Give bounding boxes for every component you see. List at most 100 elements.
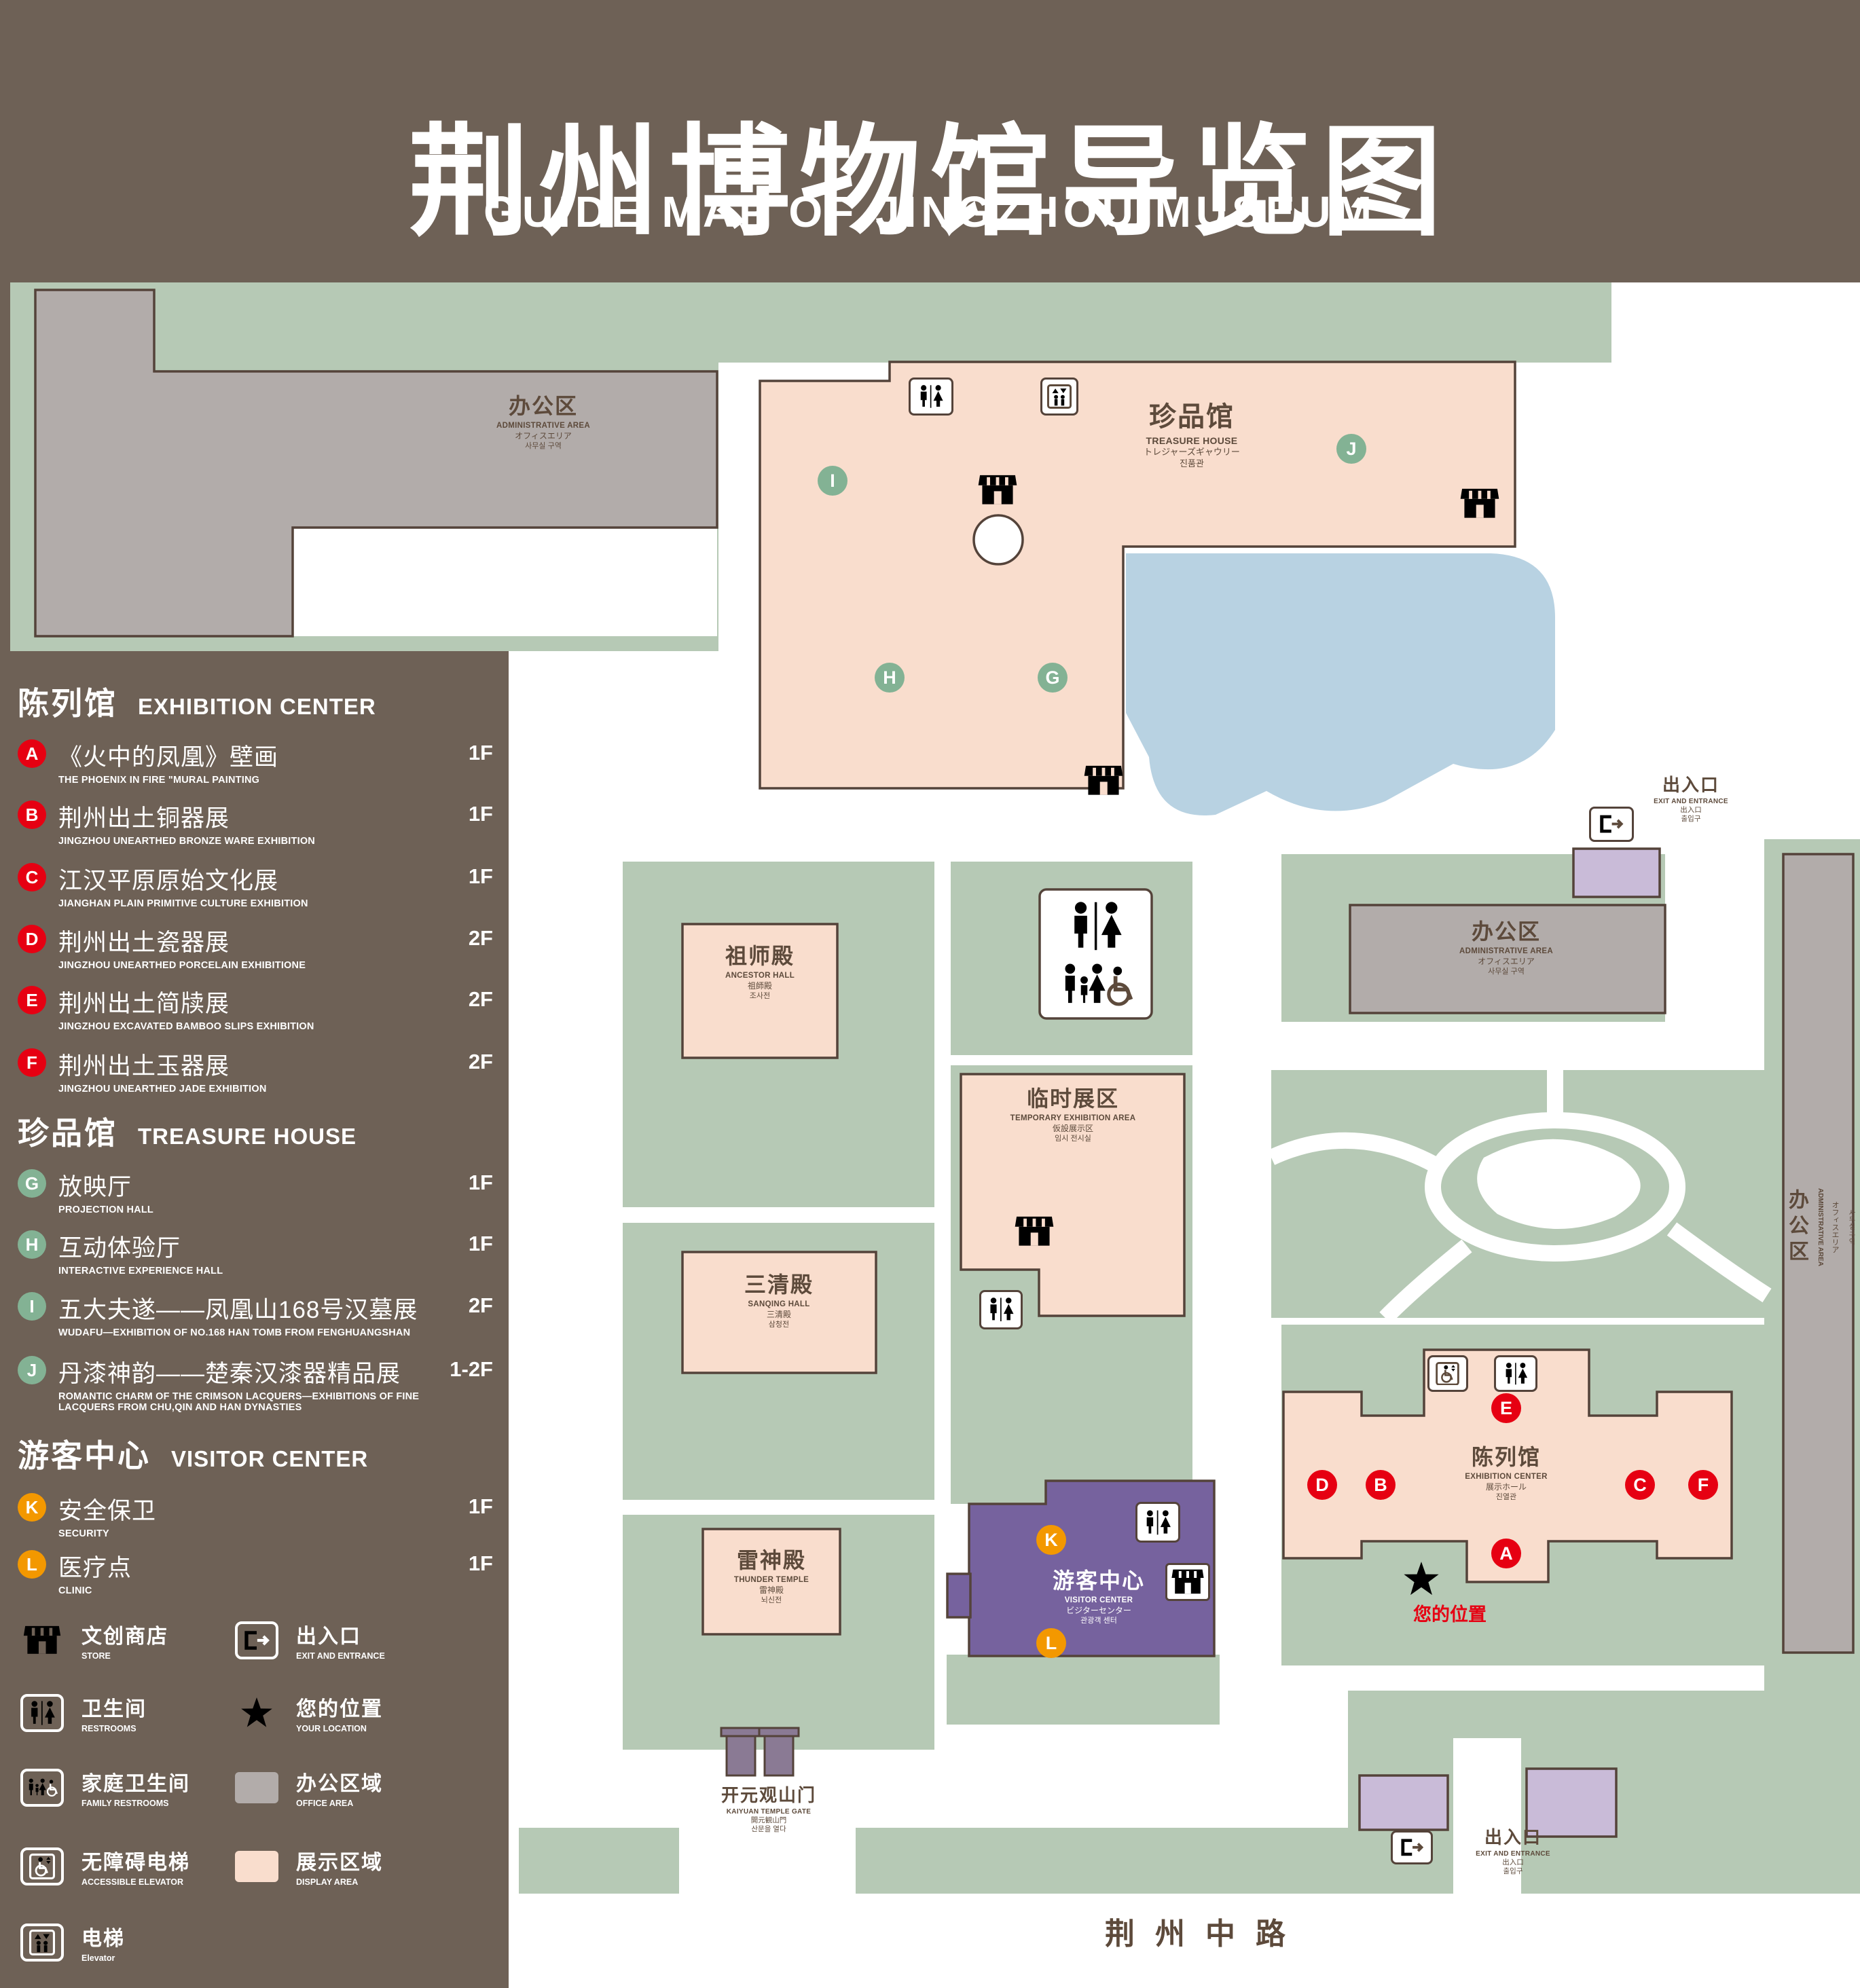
garden-pond <box>1477 1139 1641 1230</box>
map-marker-I: I <box>818 466 847 496</box>
page-subtitle: GUIDE MAP OF JINGZHOU MUSEUM <box>484 187 1376 237</box>
legend-marker-B: B <box>18 800 46 829</box>
treasure-house-building <box>759 361 1516 790</box>
admin-building-right <box>1782 853 1855 1654</box>
legend-marker-K: K <box>18 1493 46 1522</box>
map-marker-D: D <box>1307 1470 1337 1500</box>
page-title: 荆州博物馆导览图 <box>408 115 1452 251</box>
display-area-swatch <box>232 1847 281 1886</box>
legend-marker-J: J <box>18 1356 46 1384</box>
legend-marker-H: H <box>18 1230 46 1259</box>
restroom-icon <box>1057 900 1135 952</box>
legend-marker-I: I <box>18 1292 46 1321</box>
map-marker-J: J <box>1336 434 1366 464</box>
store-icon <box>1460 487 1499 520</box>
admin-building-topleft <box>34 289 718 638</box>
gatehouse-south-right <box>1525 1767 1618 1838</box>
legend-marker-L: L <box>18 1550 46 1579</box>
map-marker-A: A <box>1491 1539 1521 1568</box>
family-restroom-icon <box>18 1768 67 1807</box>
map-marker-K: K <box>1036 1525 1066 1555</box>
exit-icon <box>1589 807 1634 842</box>
ancestor-hall-building <box>681 923 839 1059</box>
treasure-rotunda <box>972 514 1024 566</box>
restroom-icon <box>979 1290 1023 1329</box>
family-restroom-icon <box>1057 961 1135 1009</box>
gatehouse-south-left <box>1358 1774 1449 1831</box>
restroom-icon <box>18 1693 67 1733</box>
store-icon <box>18 1621 67 1660</box>
office-area-swatch <box>232 1768 281 1807</box>
visitor-center-annex <box>946 1572 972 1619</box>
map-marker-L: L <box>1036 1628 1066 1658</box>
legend-marker-G: G <box>18 1169 46 1198</box>
admin-building-mid <box>1349 904 1666 1014</box>
temporary-exhibition-building <box>960 1073 1186 1317</box>
your-location-star-icon <box>1403 1562 1440 1597</box>
map-marker-H: H <box>875 663 905 693</box>
accessible-elevator-icon <box>18 1847 67 1886</box>
legend-marker-E: E <box>18 986 46 1014</box>
your-location-label: 您的位置 <box>1413 1604 1487 1625</box>
map-marker-B: B <box>1366 1470 1396 1500</box>
exit-icon <box>1391 1830 1433 1864</box>
map-marker-C: C <box>1625 1470 1655 1500</box>
road-label: 荆州中路 <box>1105 1917 1306 1951</box>
map-marker-F: F <box>1688 1470 1718 1500</box>
restroom-icon <box>1135 1502 1180 1543</box>
legend-marker-A: A <box>18 739 46 768</box>
admin-courtyard <box>293 528 717 636</box>
exit-icon <box>232 1621 281 1660</box>
garden-paths <box>1267 1070 1772 1324</box>
exhibition-center-building <box>1282 1348 1733 1583</box>
location-star-icon <box>232 1693 281 1733</box>
map-marker-G: G <box>1038 663 1068 693</box>
water-pond <box>1126 553 1555 815</box>
store-icon <box>1165 1563 1210 1601</box>
accessible-elevator-icon <box>1427 1355 1468 1392</box>
map-marker-E: E <box>1491 1393 1521 1423</box>
thunder-temple-building <box>701 1528 841 1636</box>
temple-gate <box>720 1727 800 1777</box>
legend-marker-C: C <box>18 863 46 891</box>
store-icon <box>1015 1215 1054 1248</box>
gatehouse-right <box>1572 847 1661 898</box>
elevator-icon <box>18 1923 67 1962</box>
